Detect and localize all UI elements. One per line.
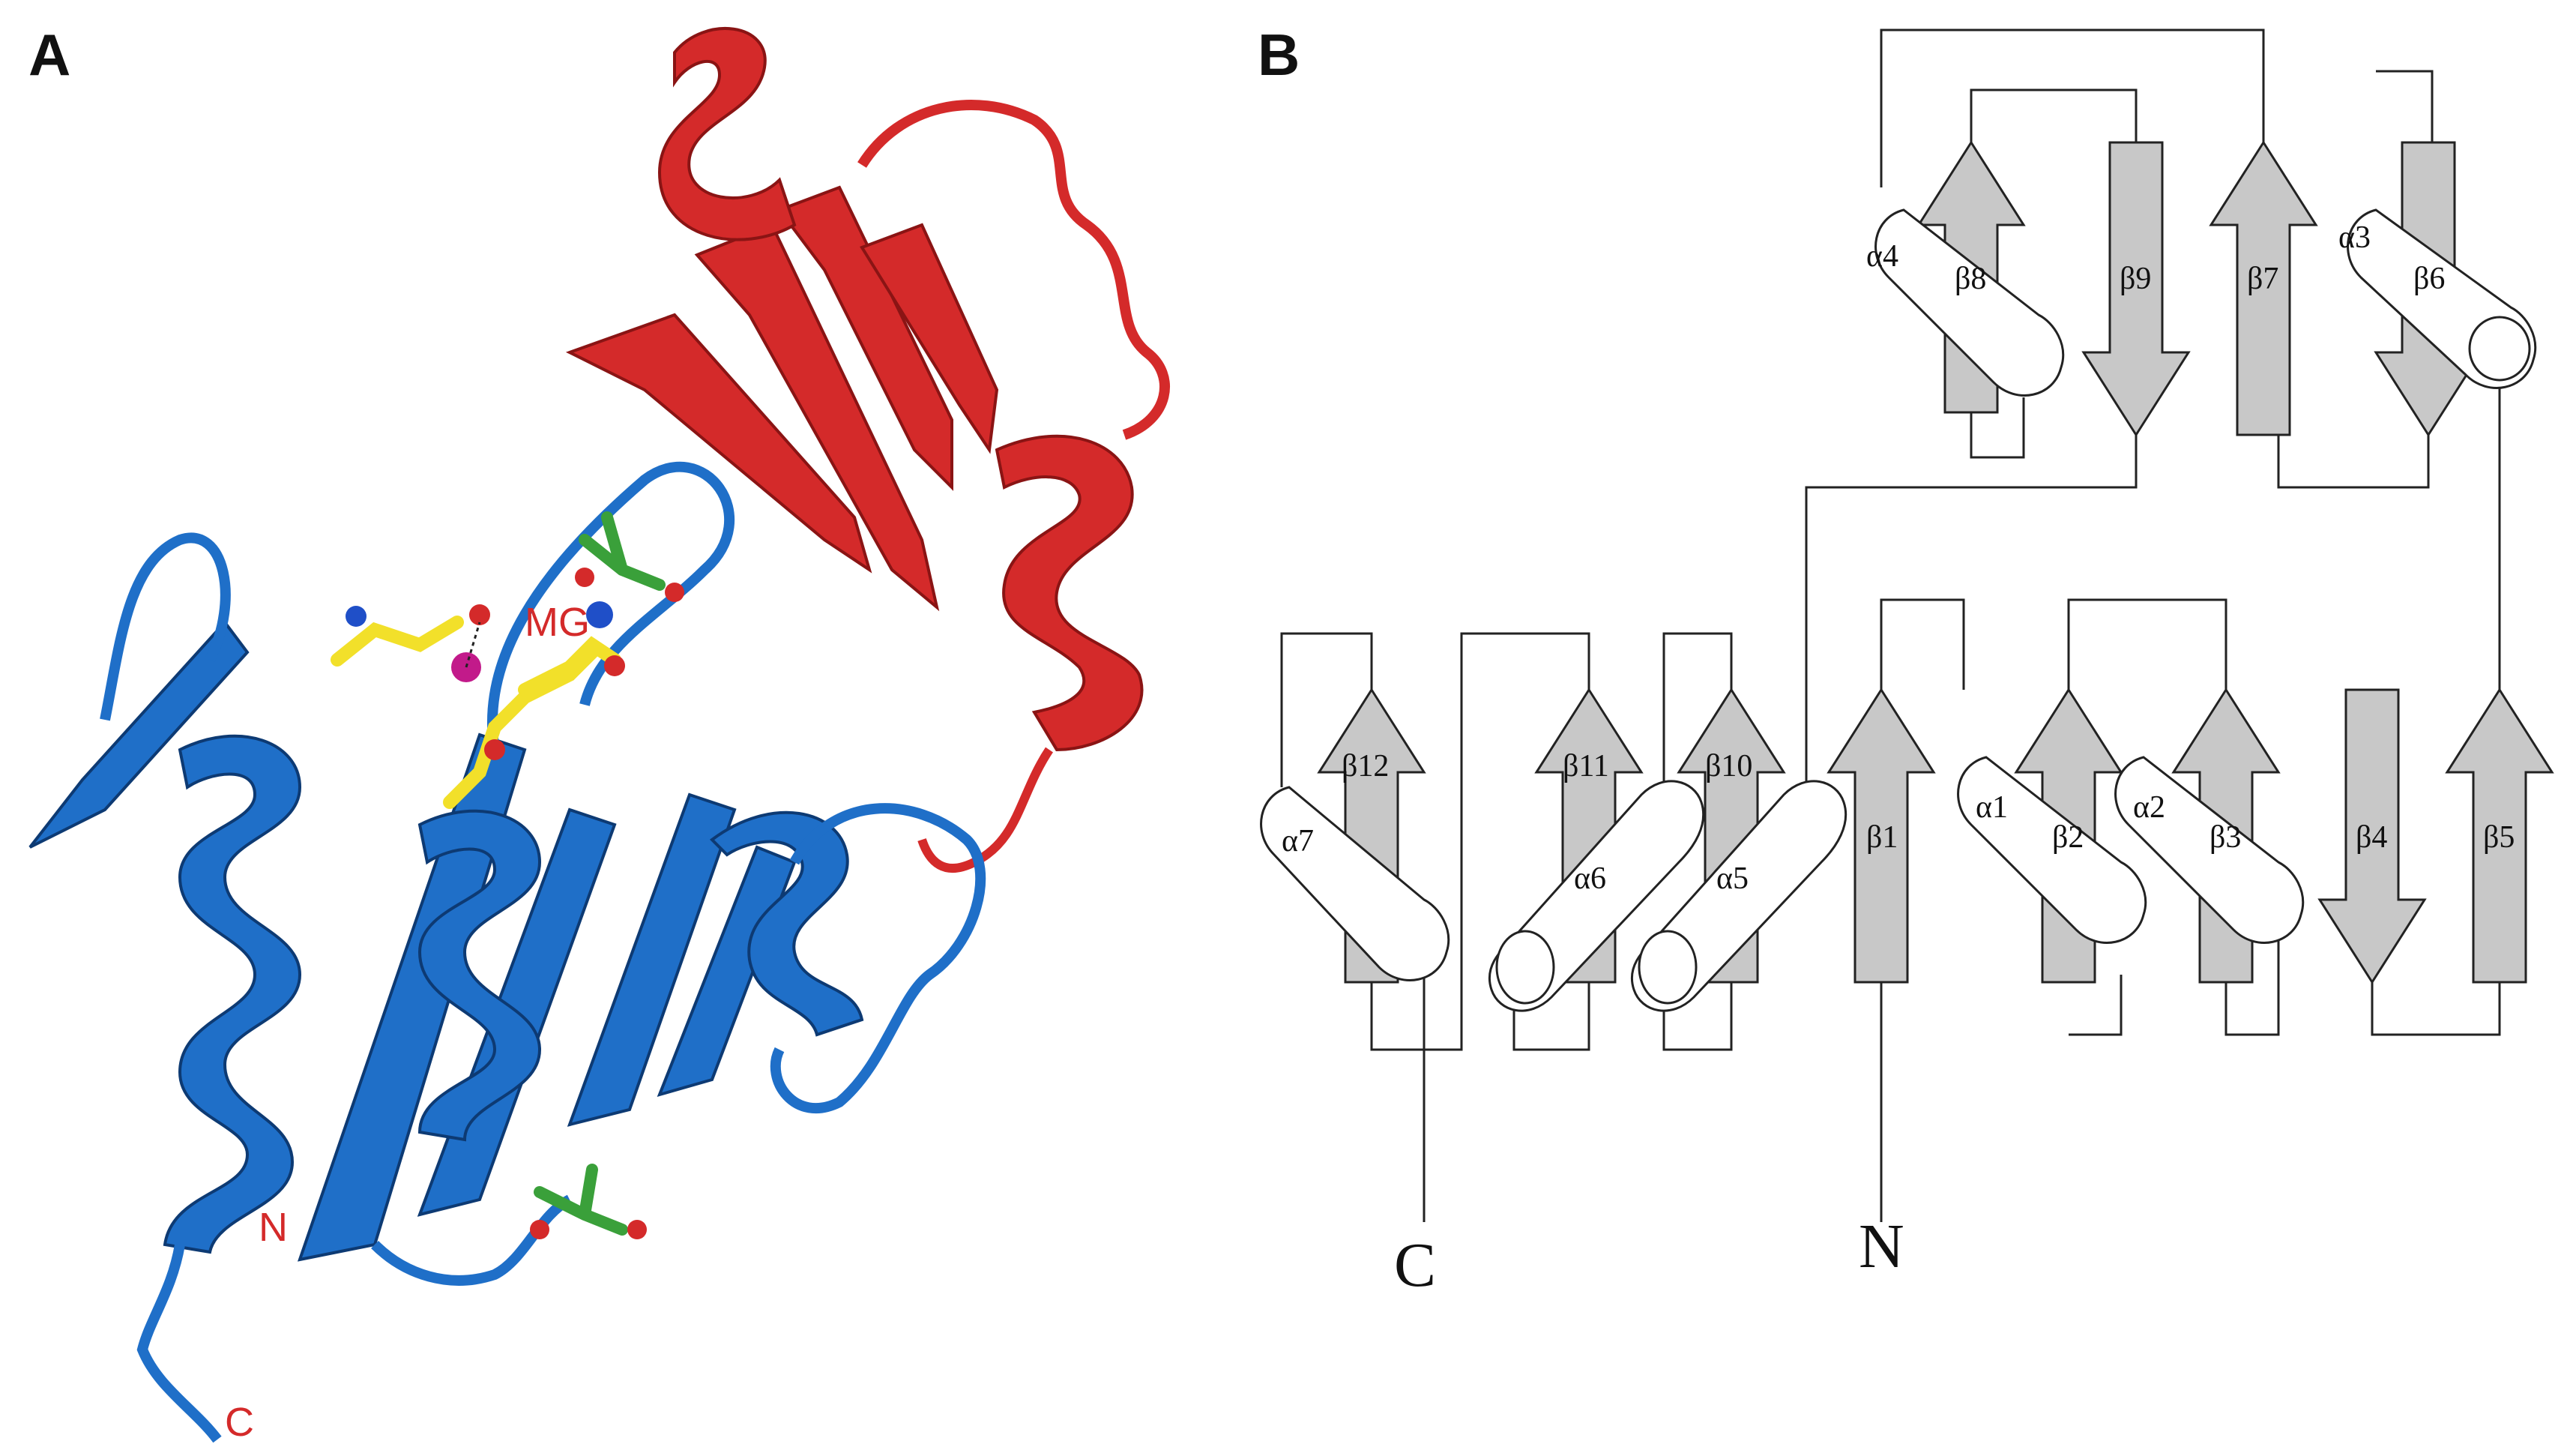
conn-beta11-bottom (1512, 975, 1590, 1051)
conn-beta10-bottom (1662, 975, 1733, 1051)
label-beta9: β9 (2120, 262, 2151, 296)
water-atom (586, 601, 613, 628)
label-alpha7: α7 (1282, 824, 1314, 858)
topology-c-terminus: C (1394, 1230, 1436, 1300)
ligand-chain-3 (518, 636, 621, 697)
helix-alpha4 (1874, 208, 2065, 397)
lid-strand-3 (776, 185, 953, 491)
core-domain (28, 461, 986, 1443)
strand-beta4 (2317, 688, 2427, 984)
ligand-group (331, 511, 684, 1239)
core-strand-3 (567, 792, 737, 1127)
conn-top-beta6 (2376, 70, 2434, 142)
small-molecule-top-o1 (575, 568, 594, 587)
lid-hinge (917, 747, 1053, 873)
small-molecule-top-o2 (665, 583, 684, 602)
lid-helix-right (995, 434, 1144, 752)
conn-beta12-top (1280, 632, 1373, 787)
lid-strand-1 (565, 313, 872, 574)
helix-alpha7 (1260, 786, 1450, 981)
panel-b-topology-diagram: B (1258, 22, 2554, 1300)
oxygen-atom-2 (604, 655, 625, 676)
topology-connections (1280, 28, 2501, 1222)
mg-label: MG (525, 600, 590, 645)
label-beta12: β12 (1342, 749, 1389, 783)
core-strand-left (28, 619, 250, 849)
core-helix-right (709, 810, 864, 1037)
conn-beta10-alpha6 (1662, 632, 1733, 825)
oxygen-atom-1 (469, 604, 490, 625)
core-loop-bottom (371, 1194, 573, 1286)
core-helix-center (417, 809, 542, 1142)
core-loop-top (486, 461, 735, 751)
conn-beta9-beta10 (1805, 435, 2138, 787)
coordination-bond (465, 622, 481, 668)
conn-beta8-bottom (1970, 397, 2025, 459)
label-alpha6: α6 (1574, 861, 1606, 896)
strand-beta1 (1827, 688, 1936, 984)
panel-b-label: B (1258, 22, 1300, 88)
label-beta11: β11 (1563, 749, 1609, 783)
label-beta3: β3 (2209, 820, 2241, 855)
ligand-chain-1 (331, 616, 464, 667)
label-beta4: β4 (2356, 820, 2387, 855)
label-alpha1: α1 (1976, 790, 2008, 825)
conn-beta3-beta4 (2069, 975, 2123, 1036)
lid-loop-right (857, 100, 1170, 440)
oxygen-atom-3 (484, 739, 505, 760)
helix-alpha6-cap (1495, 930, 1555, 1005)
label-beta7: β7 (2247, 262, 2278, 296)
lid-strand-4 (860, 223, 999, 454)
conn-beta1-beta2 (1880, 598, 1965, 690)
conn-beta7-top (1880, 28, 2265, 187)
strand-beta9 (2081, 141, 2191, 437)
topology-n-terminus: N (1859, 1212, 1904, 1281)
small-molecule-bottom-o2 (627, 1220, 647, 1239)
core-helix-left (163, 734, 302, 1254)
small-molecule-bottom-o1 (530, 1220, 549, 1239)
helix-alpha5-cap (1638, 930, 1698, 1005)
strand-beta7 (2209, 140, 2318, 436)
conn-beta6-beta7 (2277, 435, 2430, 489)
alpha-helices (1260, 208, 2537, 1012)
helix-alpha1 (1957, 756, 2147, 944)
small-molecule-top (579, 511, 666, 591)
n-terminus-label: N (259, 1205, 288, 1250)
conn-alpha6-beta11 (1370, 632, 1590, 1051)
conn-beta8-loop (1970, 88, 2138, 142)
strand-labels: β12 β11 β10 β1 β2 β3 β4 β5 β6 β7 β8 β9 (1342, 262, 2515, 855)
nitrogen-atom-1 (346, 606, 367, 627)
label-alpha5: α5 (1716, 861, 1749, 896)
lid-helix-top (657, 27, 797, 241)
helix-alpha3-cap (2468, 316, 2531, 382)
strand-beta5 (2445, 688, 2554, 984)
label-beta8: β8 (1955, 262, 1986, 296)
label-alpha4: α4 (1866, 239, 1898, 274)
conn-beta2-beta3 (2067, 598, 2227, 750)
label-beta2: β2 (2052, 820, 2084, 855)
label-alpha3: α3 (2338, 220, 2371, 255)
panel-a-label: A (28, 22, 70, 88)
core-loop-right (770, 803, 986, 1113)
conn-beta4-beta5 (2371, 982, 2501, 1036)
c-terminus-label: C (225, 1400, 254, 1445)
helix-alpha2 (2114, 756, 2305, 944)
core-loop-left (100, 532, 231, 721)
panel-a-ribbon-structure: A (28, 22, 1170, 1445)
label-beta5: β5 (2483, 820, 2515, 855)
helix-labels: α7 α6 α5 α1 α2 α3 α4 (1282, 220, 2371, 896)
small-molecule-bottom (534, 1164, 628, 1236)
conn-loop-a2 (2224, 930, 2280, 1036)
core-strand-1 (297, 732, 527, 1262)
core-tail-c (136, 1243, 222, 1443)
label-alpha2: α2 (2133, 790, 2165, 825)
label-beta1: β1 (1866, 820, 1898, 855)
label-beta6: β6 (2413, 262, 2445, 296)
label-beta10: β10 (1705, 749, 1752, 783)
lid-domain (565, 27, 1170, 873)
